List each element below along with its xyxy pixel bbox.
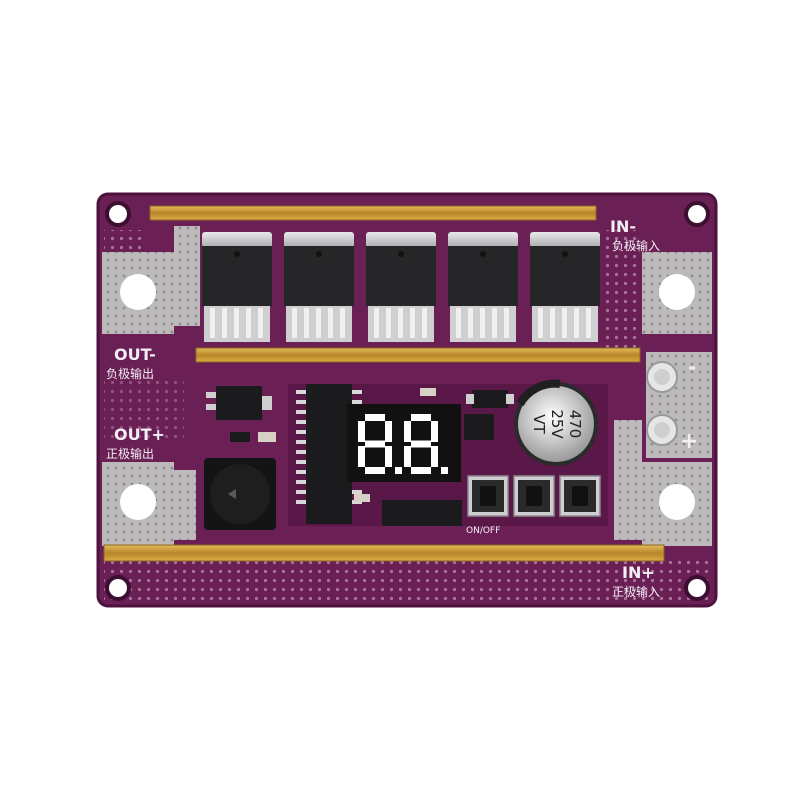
- display-segment: [411, 440, 431, 448]
- display-segment: [404, 421, 411, 442]
- mosfet-3: [366, 232, 436, 342]
- terminal-pads: [102, 226, 712, 546]
- display-segment: [365, 414, 385, 421]
- mosfet-2: [284, 232, 354, 342]
- display-segment: [404, 446, 411, 467]
- label-out-minus: OUT-: [114, 345, 156, 364]
- push-button-1: [467, 475, 509, 517]
- display-segment: [431, 446, 438, 467]
- mosfet-1: [202, 232, 272, 342]
- label-onoff: ON/OFF: [466, 526, 500, 536]
- seven-segment-display-icon: [347, 404, 461, 482]
- capacitor-label-470: 470: [566, 410, 584, 439]
- copper-bars: [103, 205, 665, 562]
- terminal-plus-label: +: [680, 429, 698, 454]
- capacitor-label-vt: VT: [530, 414, 548, 434]
- display-segment: [358, 446, 365, 467]
- label-in-plus: IN+: [622, 563, 655, 582]
- display-segment: [385, 421, 392, 442]
- display-segment: [411, 467, 431, 474]
- label-out-plus: OUT+: [114, 425, 165, 444]
- label-out-plus-cn: 正极输出: [106, 446, 154, 461]
- label-out-minus-cn: 负极输出: [106, 366, 154, 381]
- display-dot: [441, 467, 448, 474]
- display-segment: [358, 421, 365, 442]
- display-segment: [431, 421, 438, 442]
- capacitor-label-25v: 25V: [548, 409, 566, 439]
- label-in-minus-cn: 负极输入: [612, 238, 660, 253]
- mounting-hole-icon: [105, 201, 710, 601]
- capacitor-icon: 470 25V VT: [514, 379, 598, 466]
- display-segment: [385, 446, 392, 467]
- mosfet-icon: [202, 232, 600, 342]
- microcontroller-chip: [306, 384, 352, 524]
- terminal-minus-label: -: [688, 355, 696, 379]
- display-segment: [365, 440, 385, 448]
- label-in-plus-cn: 正极输入: [612, 584, 660, 599]
- mosfet-4: [448, 232, 518, 342]
- label-in-minus: IN-: [610, 217, 636, 236]
- display-dot: [395, 467, 402, 474]
- display-segment: [411, 414, 431, 421]
- mosfet-5: [530, 232, 600, 342]
- input-terminal-posts: [646, 352, 712, 458]
- push-button-icon: [467, 475, 601, 517]
- display-segment: [365, 467, 385, 474]
- buzzer-icon: [204, 458, 276, 530]
- push-button-2: [513, 475, 555, 517]
- push-button-3: [559, 475, 601, 517]
